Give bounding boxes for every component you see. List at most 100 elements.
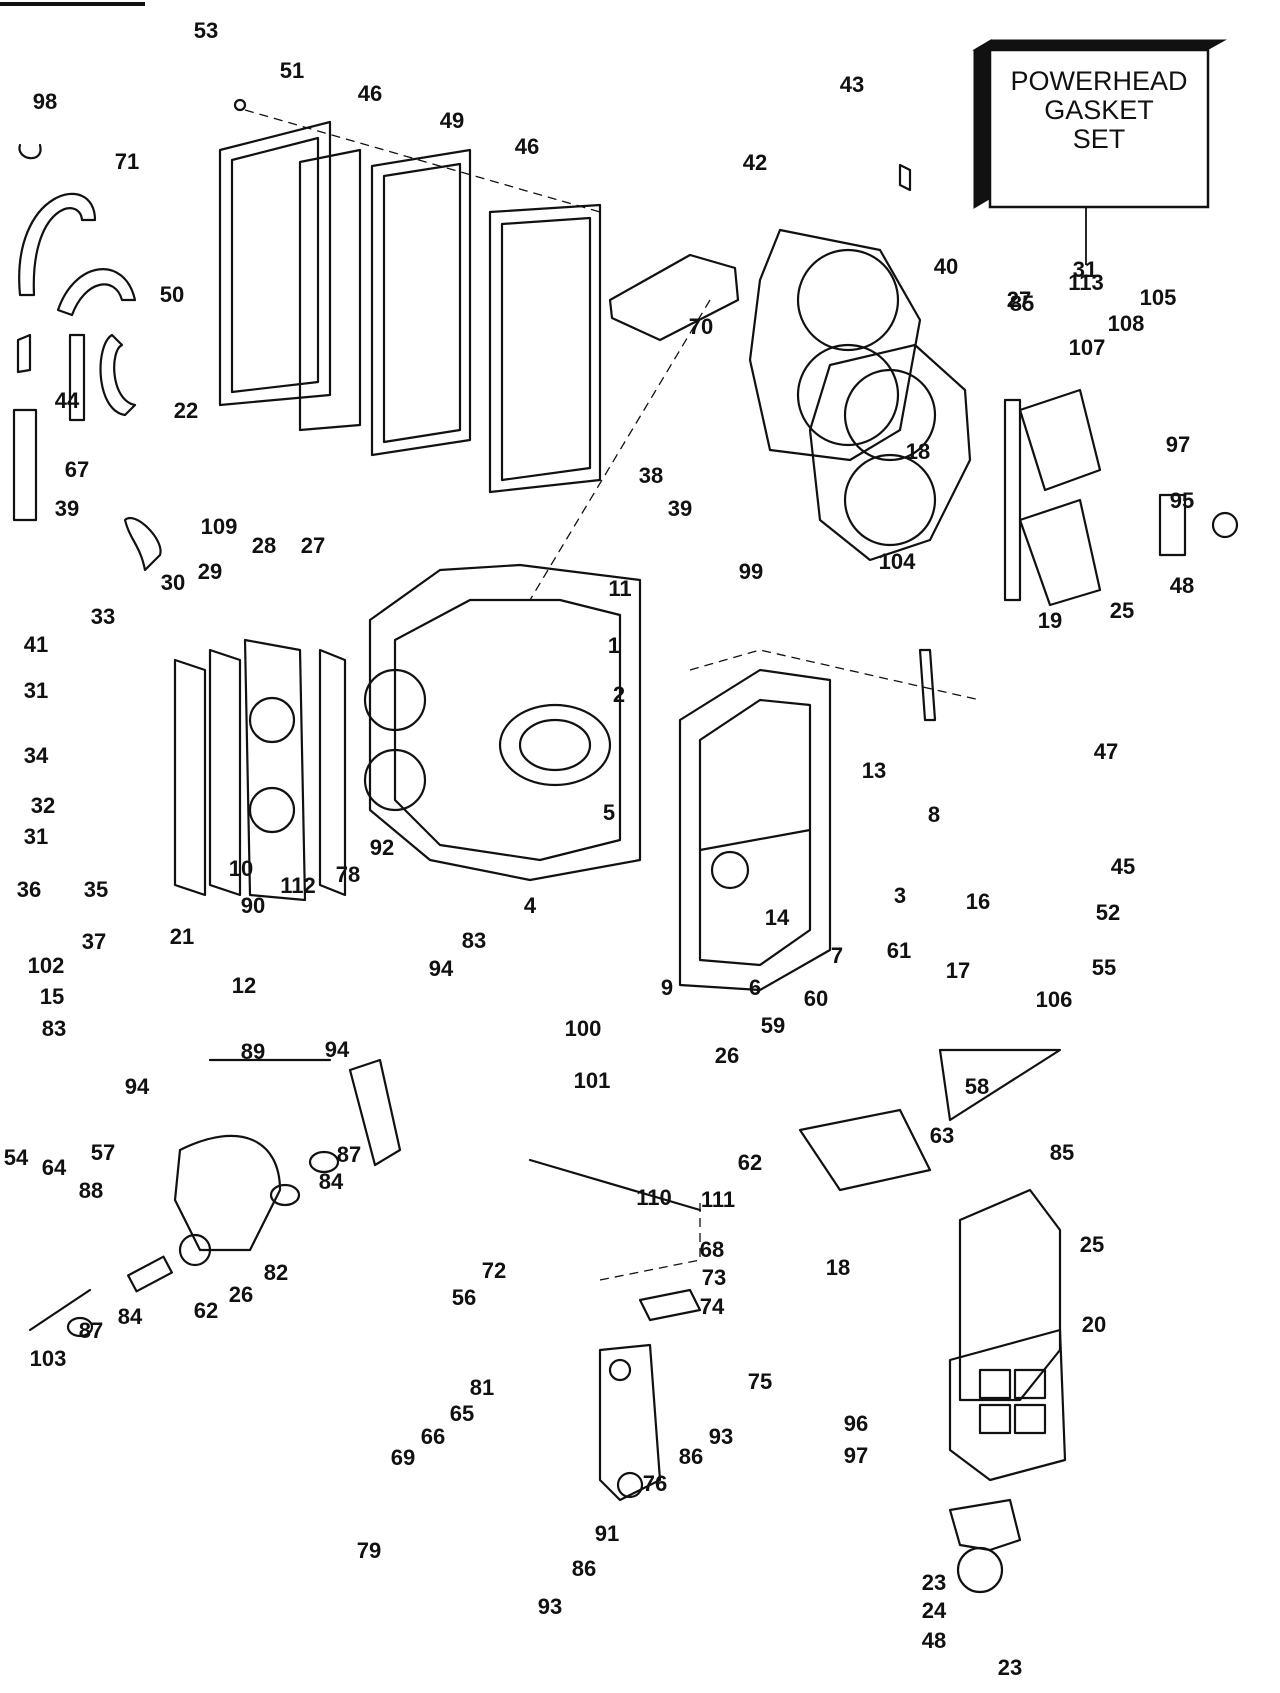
callout-71: 71	[115, 149, 139, 174]
callout-94: 94	[125, 1074, 150, 1099]
callout-58: 58	[965, 1074, 989, 1099]
callout-28: 28	[252, 533, 276, 558]
left-head-assembly	[173, 638, 347, 902]
callout-3: 3	[894, 883, 906, 908]
powerhead-gasket-set-box: POWERHEAD GASKET SET	[972, 39, 1227, 265]
callout-104: 104	[879, 549, 916, 574]
callout-97: 97	[1166, 432, 1190, 457]
callout-43: 43	[840, 72, 864, 97]
exhaust-cover-assembly	[218, 98, 602, 494]
callout-91: 91	[595, 1521, 619, 1546]
callout-103: 103	[30, 1346, 67, 1371]
callout-83: 83	[462, 928, 486, 953]
callout-57: 57	[91, 1140, 115, 1165]
callout-76: 76	[643, 1471, 667, 1496]
intake-manifold-assembly	[948, 1188, 1067, 1594]
callout-25: 25	[1080, 1232, 1104, 1257]
callout-7: 7	[831, 943, 843, 968]
cylinder-block	[363, 563, 642, 882]
callout-38: 38	[639, 463, 663, 488]
callout-112: 112	[280, 873, 316, 898]
callout-8: 8	[928, 802, 940, 827]
callout-31: 31	[1073, 257, 1097, 282]
callout-44: 44	[55, 388, 80, 413]
gasket-box-line-2: GASKET	[1044, 95, 1154, 125]
callout-82: 82	[264, 1260, 288, 1285]
callout-70: 70	[689, 314, 713, 339]
callout-22: 22	[174, 398, 198, 423]
crankcase-cover	[678, 649, 981, 992]
callout-13: 13	[862, 758, 886, 783]
callout-66: 66	[421, 1424, 445, 1449]
callout-35: 35	[84, 877, 108, 902]
callout-4: 4	[524, 893, 537, 918]
lever-bracket-group	[798, 648, 1062, 1192]
callout-45: 45	[1111, 854, 1135, 879]
callout-30: 30	[161, 570, 185, 595]
callout-11: 11	[608, 576, 631, 601]
callout-65: 65	[450, 1401, 474, 1426]
callout-106: 106	[1036, 987, 1073, 1012]
callout-86: 86	[572, 1556, 596, 1581]
callout-111: 111	[701, 1187, 735, 1212]
callout-93: 93	[709, 1424, 733, 1449]
callout-63: 63	[930, 1123, 954, 1148]
callout-1: 1	[608, 633, 620, 658]
callout-96: 96	[844, 1411, 868, 1436]
callout-31: 31	[24, 678, 48, 703]
callout-5: 5	[603, 800, 615, 825]
callout-23: 23	[998, 1655, 1022, 1680]
callout-101: 101	[574, 1068, 611, 1093]
callout-109: 109	[201, 514, 238, 539]
callout-23: 23	[922, 1570, 946, 1595]
callout-16: 16	[966, 889, 990, 914]
callout-39: 39	[55, 496, 79, 521]
callout-9: 9	[661, 975, 673, 1000]
callout-14: 14	[765, 905, 790, 930]
callout-62: 62	[194, 1298, 218, 1323]
callout-78: 78	[336, 862, 360, 887]
callout-79: 79	[357, 1538, 381, 1563]
callout-99: 99	[739, 559, 763, 584]
callout-83: 83	[42, 1016, 66, 1041]
hose-group	[12, 143, 162, 572]
callout-92: 92	[370, 835, 394, 860]
callout-105: 105	[1140, 285, 1177, 310]
callout-69: 69	[391, 1445, 415, 1470]
callout-85: 85	[1010, 291, 1034, 316]
callout-42: 42	[743, 150, 767, 175]
callout-100: 100	[565, 1016, 602, 1041]
callout-31: 31	[24, 824, 48, 849]
throttle-linkage-left	[28, 1058, 402, 1338]
callout-32: 32	[31, 793, 55, 818]
callout-84: 84	[319, 1169, 344, 1194]
callout-12: 12	[232, 973, 256, 998]
callout-37: 37	[82, 929, 106, 954]
callout-74: 74	[700, 1294, 725, 1319]
callout-97: 97	[844, 1443, 868, 1468]
callout-26: 26	[715, 1043, 739, 1068]
callout-15: 15	[40, 984, 64, 1009]
callout-90: 90	[241, 893, 265, 918]
callout-87: 87	[79, 1318, 103, 1343]
callout-102: 102	[28, 953, 65, 978]
callout-21: 21	[170, 924, 194, 949]
callout-62: 62	[738, 1150, 762, 1175]
callout-53: 53	[194, 18, 218, 43]
callout-56: 56	[452, 1285, 476, 1310]
callout-107: 107	[1069, 335, 1106, 360]
callout-88: 88	[79, 1178, 103, 1203]
callout-72: 72	[482, 1258, 506, 1283]
callout-61: 61	[887, 938, 911, 963]
callout-19: 19	[1038, 608, 1062, 633]
callout-48: 48	[922, 1628, 946, 1653]
callout-33: 33	[91, 604, 115, 629]
callout-86: 86	[679, 1444, 703, 1469]
callout-110: 110	[636, 1185, 672, 1210]
callout-6: 6	[749, 975, 761, 1000]
callout-55: 55	[1092, 955, 1116, 980]
callout-18: 18	[906, 439, 930, 464]
callout-84: 84	[118, 1304, 143, 1329]
callout-34: 34	[24, 743, 49, 768]
callout-54: 54	[4, 1145, 29, 1170]
